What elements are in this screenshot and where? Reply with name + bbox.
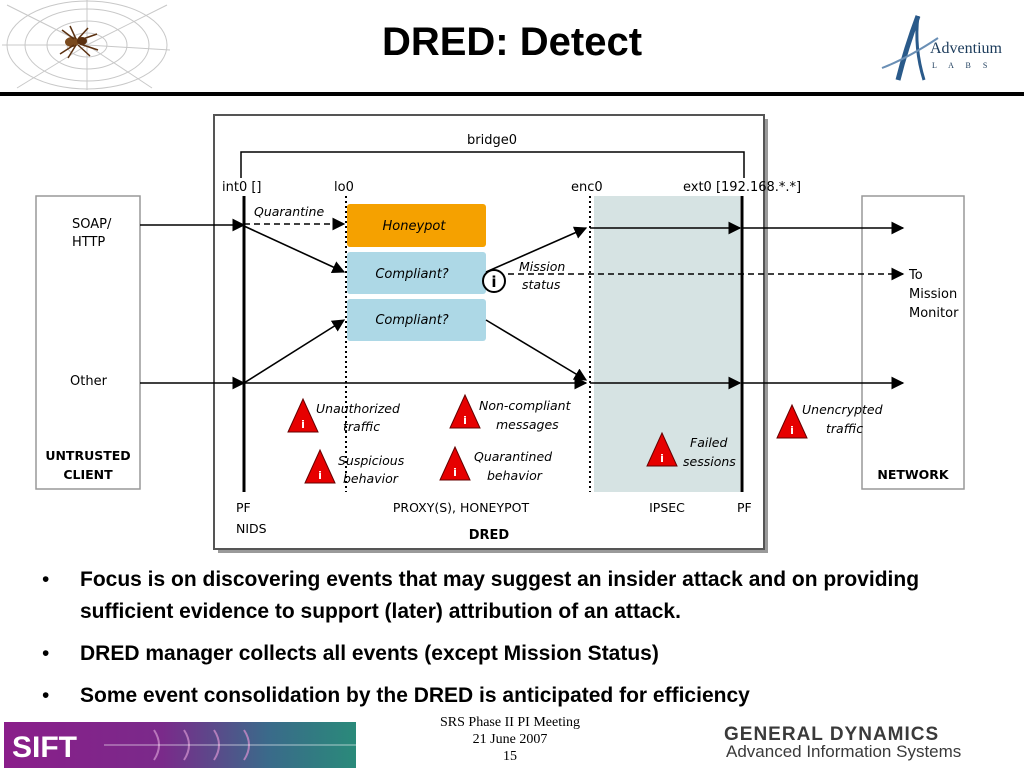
general-dynamics-logo: GENERAL DYNAMICS Advanced Information Sy… [724,724,1004,764]
bullet-text: DRED manager collects all events (except… [80,642,659,665]
svg-text:i: i [660,452,664,465]
alert-icon-suspicious: i [304,448,336,484]
meeting-date: 21 June 2007 [472,732,548,747]
bridge-label: bridge0 [467,133,517,148]
untrusted-client-label-1: UNTRUSTED [45,448,130,463]
spider-icon [59,25,99,59]
svg-text:i: i [453,466,457,479]
other-to-compliant-arrow [243,319,346,384]
dred-label: DRED [469,528,510,543]
compliant-label-1: Compliant? [375,267,448,282]
compliant-box-2 [347,299,486,341]
soap-label-2: HTTP [72,235,105,250]
network-box [861,195,965,490]
spider-web-logo [2,0,171,90]
pf-right-label: PF [737,500,752,515]
compliant-box-1 [347,252,486,294]
ipsec-label: IPSEC [649,500,685,515]
alert-non-compliant-label-1: Non-compliant [479,398,572,413]
svg-text:i: i [318,469,322,482]
info-icon: i [482,269,506,293]
page-number: 15 [503,749,517,764]
ext0-label: ext0 [192.168.*.*] [683,180,801,195]
ipsec-area [594,196,740,492]
svg-text:i: i [301,418,305,431]
alert-failed-label-1: Failed [690,435,727,450]
enc0-label: enc0 [571,180,603,195]
mission-status-label-2: status [522,277,561,292]
footer-meeting-info: SRS Phase II PI Meeting 21 June 2007 15 [400,714,620,765]
gd-division: Advanced Information Systems [726,742,962,761]
title-divider [0,92,1024,96]
svg-text:i: i [491,273,496,291]
bullet-item: • DRED manager collects all events (excep… [40,638,1000,670]
other-label: Other [70,374,108,389]
mission-monitor-label-2: Mission [909,287,957,302]
network-label: NETWORK [877,467,950,482]
sift-text: SIFT [12,731,77,764]
alert-unauthorized-label-2: traffic [343,419,380,434]
dred-detect-diagram: bridge0 int0 [] lo0 enc0 ext0 [192.168.*… [35,114,965,553]
alert-suspicious-label-1: Suspicious [338,453,405,468]
bullet-glyph: • [42,684,50,707]
adventium-sub: L A B S [932,61,992,70]
svg-text:i: i [463,414,467,427]
meeting-name: SRS Phase II PI Meeting [440,715,580,730]
bullet-text: Some event consolidation by the DRED is … [80,684,750,707]
page-title: DRED: Detect [381,20,643,64]
nids-label: NIDS [236,521,267,536]
alert-unencrypted-label-1: Unencrypted [802,402,883,417]
alert-icon-failed-sessions: i [646,431,678,467]
alert-unauthorized-label-1: Unauthorized [316,401,400,416]
bullet-item: • Some event consolidation by the DRED is… [40,680,1000,712]
compliant-label-2: Compliant? [375,313,448,328]
adventium-logo: Adventium L A B S [881,15,1003,81]
bullet-glyph: • [42,642,50,665]
svg-text:i: i [790,424,794,437]
soap-to-compliant-arrow [243,225,346,274]
compliant1-to-enc0-arrow [485,226,588,273]
alert-icon-quarantined: i [439,445,471,481]
bullet-item: • Focus is on discovering events that may… [40,564,1000,628]
quarantine-label: Quarantine [254,204,324,219]
bullet-list: • Focus is on discovering events that may… [40,564,1000,722]
compliant2-to-enc0-arrow [485,319,588,381]
pf-left-label: PF [236,500,251,515]
mission-monitor-label-1: To [908,268,923,283]
untrusted-client-box [35,195,141,490]
bridge-bracket [240,151,745,178]
alert-icon-unauthorized: i [287,397,319,433]
alert-non-compliant-label-2: messages [496,417,559,432]
sift-banner: SIFT [4,722,356,768]
alert-failed-label-2: sessions [683,454,736,469]
untrusted-client-label-2: CLIENT [63,467,113,482]
alert-icon-unencrypted: i [776,403,808,439]
mission-status-label-1: Mission [519,259,565,274]
proxy-honeypot-label: PROXY(S), HONEYPOT [393,500,530,515]
honeypot-box [347,204,486,247]
gd-name: GENERAL DYNAMICS [724,724,940,745]
alert-unencrypted-label-2: traffic [826,421,863,436]
soap-label-1: SOAP/ [72,217,112,232]
lo0-label: lo0 [334,180,354,195]
alert-quarantined-label-2: behavior [487,468,543,483]
adventium-name: Adventium [930,40,1003,57]
bullet-glyph: • [42,568,50,591]
int0-label: int0 [] [222,180,262,195]
mission-monitor-label-3: Monitor [909,306,959,321]
honeypot-label: Honeypot [383,219,447,234]
alert-suspicious-label-2: behavior [343,471,399,486]
alert-quarantined-label-1: Quarantined [474,449,552,464]
bullet-text: Focus is on discovering events that may … [80,568,920,623]
alert-icon-non-compliant: i [449,393,481,429]
